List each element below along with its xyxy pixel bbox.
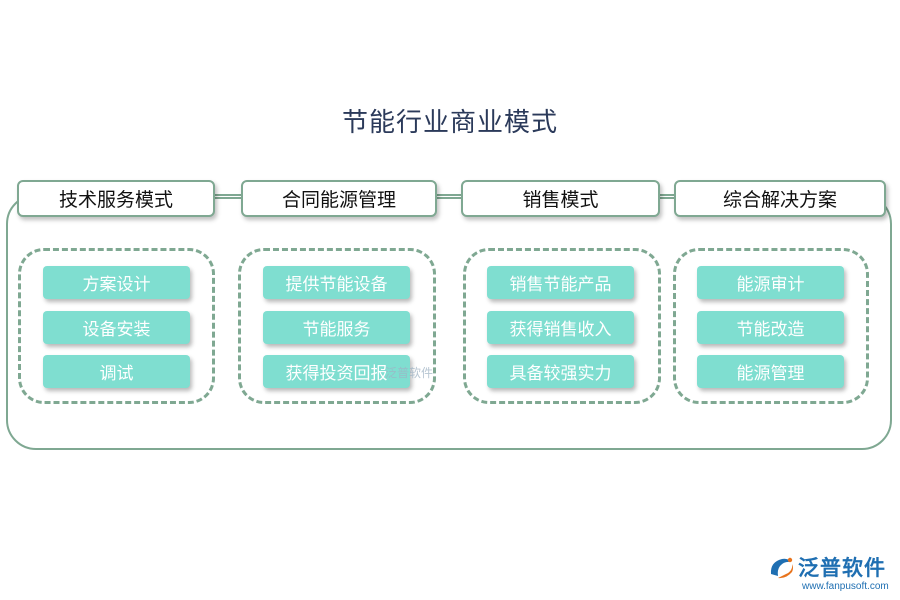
brand-url: www.fanpusoft.com [802,581,889,592]
item-box: 节能改造 [697,311,844,344]
item-box: 节能服务 [263,311,410,344]
header-connector [213,197,243,199]
item-box: 调试 [43,355,190,388]
diagram-title: 节能行业商业模式 [341,108,558,138]
item-box: 设备安装 [43,311,190,344]
item-box: 具备较强实力 [487,355,634,388]
header-connector [435,197,463,199]
item-box: 能源审计 [697,266,844,299]
item-box: 销售节能产品 [487,266,634,299]
brand-name: 泛普软件 [798,556,886,580]
brand-logo: 泛普软件 www.fanpusoft.com [768,552,894,596]
column-header-tech-service: 技术服务模式 [17,180,215,217]
column-group-energy-contract [238,248,436,404]
watermark-text: 泛普软件 [385,366,434,380]
column-header-energy-contract: 合同能源管理 [241,180,437,217]
column-header-sales-model: 销售模式 [461,180,660,217]
item-box: 获得投资回报 [263,355,410,388]
header-connector [658,197,676,199]
item-box: 方案设计 [43,266,190,299]
column-header-integrated-solution: 综合解决方案 [674,180,886,217]
column-group-integrated-solution [673,248,869,404]
item-box: 获得销售收入 [487,311,634,344]
column-group-tech-service [18,248,215,404]
item-box: 提供节能设备 [263,266,410,299]
brand-logo-icon [770,557,793,579]
item-box: 能源管理 [697,355,844,388]
column-group-sales-model [463,248,661,404]
